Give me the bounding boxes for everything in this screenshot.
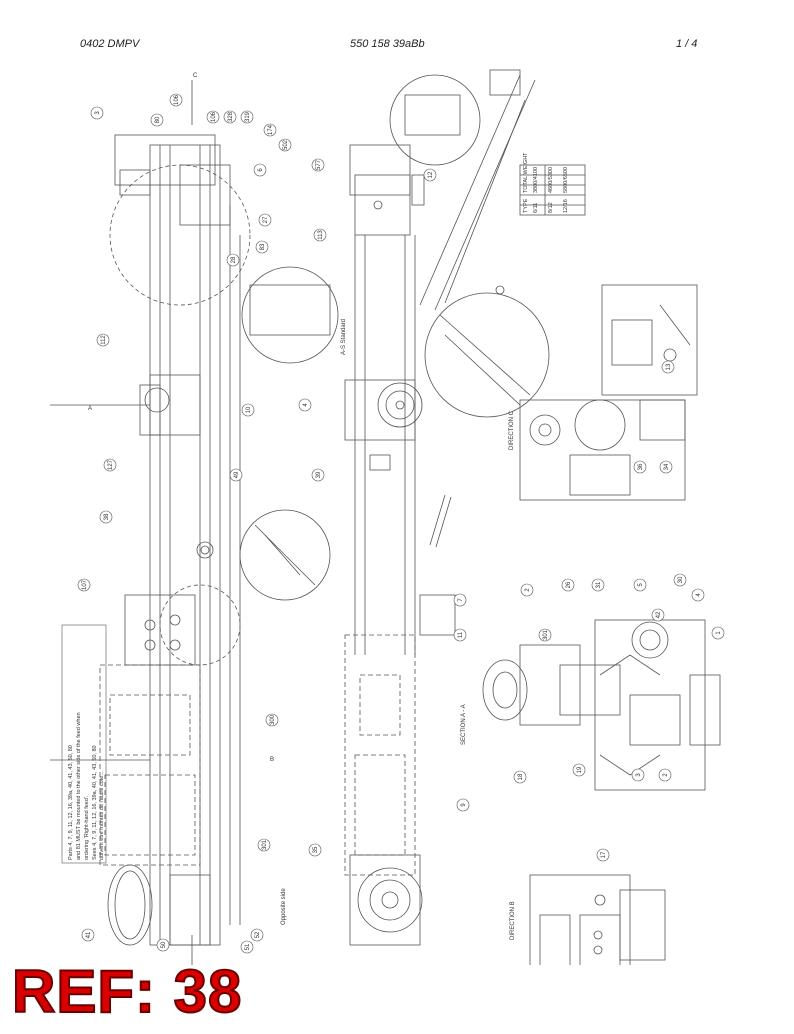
callout-number: 80 [155, 116, 161, 123]
header-page-number: 1 / 4 [676, 38, 698, 50]
technical-drawing: SECTION A - A DIRECTION B DIRECTION C Op… [50, 69, 725, 965]
table-row-1-type: 8/12 [548, 202, 554, 213]
note-line-5: doivent etre montes de l'autre cote... [99, 771, 105, 860]
callout-number: 5 [638, 583, 644, 587]
callout-number: 19 [577, 766, 583, 773]
callout-number: 1 [716, 631, 722, 635]
marker-c: C [193, 73, 198, 79]
table-row-2-type: 12/16 [563, 199, 569, 213]
callout-number: 7 [458, 598, 464, 602]
left-feed-beam [99, 134, 251, 946]
callout-number: 10 [246, 406, 252, 413]
callout-number: 319 [245, 111, 251, 122]
callout-number: 27 [263, 216, 269, 223]
note-line-2: and 81 MUST be mounted to the other side… [76, 712, 82, 860]
table-row-0-type: 6/11 [533, 203, 539, 213]
weight-table: TYPE TOTAL WEIGHT 6/11 3800/4100 8/12 46… [523, 152, 569, 213]
callout-number: 51 [245, 943, 251, 950]
direction-c-view [519, 399, 686, 501]
callout-number: 36 [638, 463, 644, 470]
callout-number: 35 [313, 846, 319, 853]
direction-b-label: DIRECTION B [510, 901, 516, 940]
callout-markers [77, 93, 725, 954]
callout-number: 31 [596, 581, 602, 588]
callout-number: 577 [316, 159, 322, 170]
callout-number: 2 [663, 773, 669, 777]
header-part-number: 550 158 39aBb [350, 38, 425, 50]
callout-number: 300 [270, 714, 276, 725]
callout-number: 301 [543, 629, 549, 640]
callout-number: 83 [260, 243, 266, 250]
callout-number: 28 [231, 256, 237, 263]
callout-number: 6 [258, 168, 264, 172]
callout-number: 39 [316, 471, 322, 478]
table-header-type: TYPE [523, 198, 529, 213]
section-label: SECTION A - A [461, 704, 467, 745]
table-header-weight: TOTAL WEIGHT [523, 152, 529, 193]
callout-number: 26 [566, 581, 572, 588]
table-row-0-weight: 3800/4100 [533, 167, 539, 193]
callout-number: 17 [601, 851, 607, 858]
callout-number: 4 [303, 403, 309, 407]
callout-number: 301 [262, 839, 268, 850]
callout-number: 107 [82, 579, 88, 590]
table-row-2-weight: 5800/6500 [563, 167, 569, 193]
note-line-1: Parts 4, 7, 9, 11, 12, 16, 39a, 40, 41, … [68, 745, 74, 860]
note-line-3: ordering 'Right-hand feed'. [84, 795, 90, 860]
callout-number: 34 [664, 463, 670, 470]
header-doc-code: 0402 DMPV [80, 38, 140, 50]
callout-number: 52 [255, 931, 261, 938]
note-line-4: Sees 4, 7, 9, 11, 12, 16, 39a, 40, 41, 4… [92, 745, 98, 860]
callout-number: 30 [678, 576, 684, 583]
callout-number: 4 [696, 593, 702, 597]
opposite-side-label: Opposite side [281, 888, 287, 925]
table-row-1-weight: 4600/5300 [548, 167, 554, 193]
callout-number: 328 [228, 111, 234, 122]
callout-number: 106 [211, 111, 217, 122]
callout-number: 49 [234, 471, 240, 478]
callout-number: 50 [161, 941, 167, 948]
callout-number: 3 [95, 111, 101, 115]
center-feed-beam [344, 144, 456, 946]
callout-number: 502 [283, 139, 289, 150]
reference-label: REF: 38 [11, 958, 243, 1025]
callout-number: 11 [458, 631, 464, 638]
direction-c-label: DIRECTION C [509, 410, 515, 450]
direction-b-view [529, 874, 666, 965]
callout-number: 18 [518, 773, 524, 780]
callout-number: 2 [525, 588, 531, 592]
section-a-a [482, 619, 721, 791]
callout-number: 112 [101, 335, 107, 345]
callout-number: 3 [636, 773, 642, 777]
callout-number: 12 [428, 171, 434, 178]
callout-number: 41 [86, 931, 92, 938]
notes-box: Parts 4, 7, 9, 11, 12, 16, 39a, 40, 41, … [61, 624, 107, 864]
callout-number: 42 [656, 611, 662, 618]
marker-b: B [270, 757, 274, 763]
marker-a: A [88, 406, 92, 412]
callout-number: 38 [104, 513, 110, 520]
callout-number: 174 [268, 124, 274, 135]
callout-number: 113 [318, 230, 324, 240]
callout-number: 127 [108, 459, 114, 470]
asd-label: A-S Standard [341, 319, 347, 355]
callout-number: 9 [461, 803, 467, 807]
callout-number: 106 [174, 94, 180, 105]
callout-number: 13 [666, 363, 672, 370]
